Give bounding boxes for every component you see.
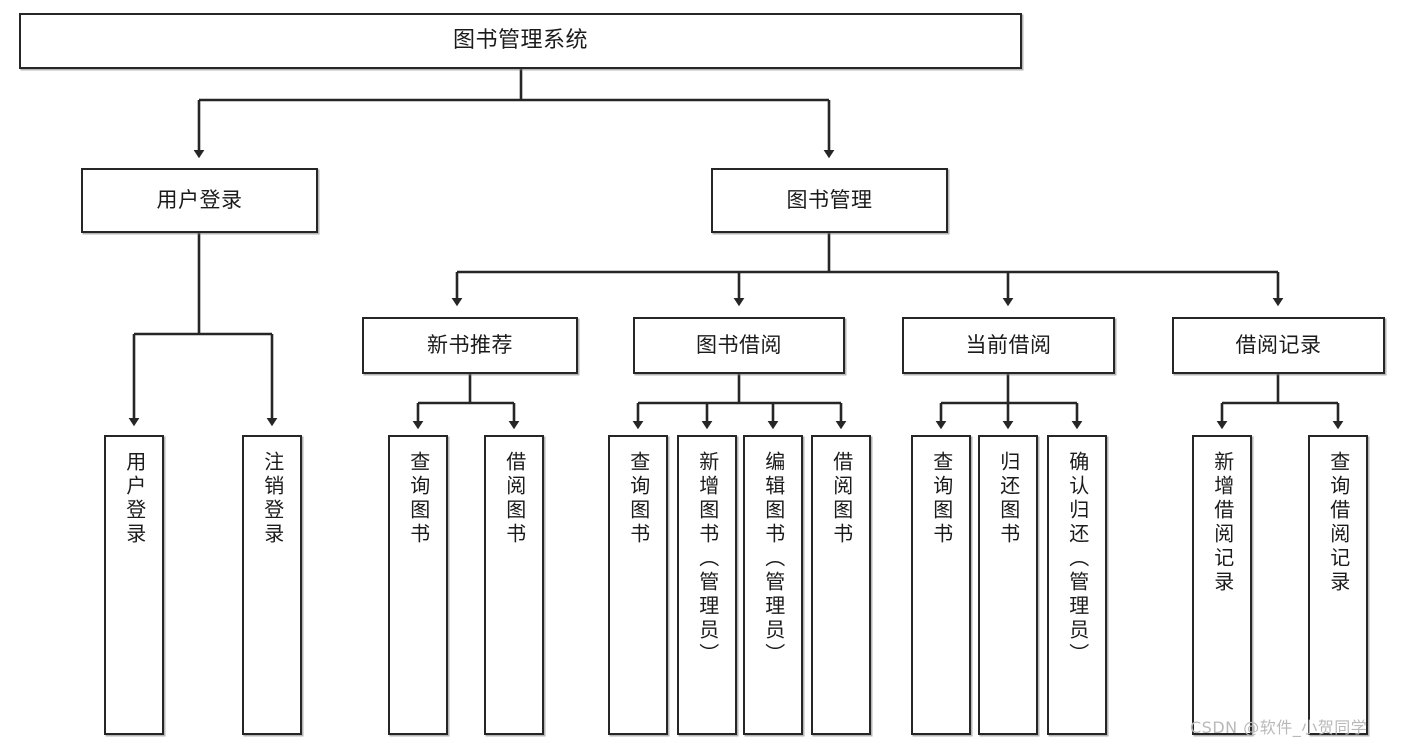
node-leaf-confirm-return[interactable]: 确认归还（管理员） <box>1047 435 1107 735</box>
node-current-borrow[interactable]: 当前借阅 <box>902 317 1115 374</box>
node-leaf-query-book-1-label: 查询图书 <box>406 451 431 547</box>
node-leaf-borrow-book-1-label: 借阅图书 <box>502 451 527 547</box>
node-leaf-query-record[interactable]: 查询借阅记录 <box>1308 435 1368 735</box>
node-leaf-query-book-3[interactable]: 查询图书 <box>911 435 971 735</box>
node-leaf-add-book[interactable]: 新增图书（管理员） <box>677 435 737 735</box>
node-book-borrow-label: 图书借阅 <box>696 333 782 358</box>
node-leaf-edit-book-label: 编辑图书（管理员） <box>761 451 786 667</box>
node-leaf-add-record[interactable]: 新增借阅记录 <box>1192 435 1252 735</box>
node-root[interactable]: 图书管理系统 <box>19 13 1022 69</box>
node-user-login-label: 用户登录 <box>156 188 243 213</box>
node-book-management-label: 图书管理 <box>786 188 873 213</box>
node-user-login[interactable]: 用户登录 <box>81 168 318 233</box>
node-new-book-recommend[interactable]: 新书推荐 <box>362 317 578 374</box>
node-leaf-borrow-book-2[interactable]: 借阅图书 <box>811 435 871 735</box>
node-leaf-edit-book[interactable]: 编辑图书（管理员） <box>743 435 803 735</box>
node-leaf-borrow-book-2-label: 借阅图书 <box>829 451 854 547</box>
csdn-watermark: CSDN @软件_小贺同学 <box>1190 718 1368 737</box>
node-leaf-user-login-label: 用户登录 <box>122 451 147 547</box>
node-leaf-add-book-label: 新增图书（管理员） <box>695 451 720 667</box>
node-borrow-record-label: 借阅记录 <box>1235 333 1322 358</box>
node-book-management[interactable]: 图书管理 <box>711 168 948 233</box>
node-leaf-query-record-label: 查询借阅记录 <box>1326 451 1351 595</box>
node-current-borrow-label: 当前借阅 <box>965 333 1052 358</box>
node-leaf-user-login[interactable]: 用户登录 <box>104 435 164 735</box>
node-leaf-return-book-label: 归还图书 <box>996 451 1021 547</box>
node-leaf-confirm-return-label: 确认归还（管理员） <box>1065 451 1090 667</box>
node-leaf-query-book-2[interactable]: 查询图书 <box>608 435 668 735</box>
node-leaf-borrow-book-1[interactable]: 借阅图书 <box>484 435 544 735</box>
node-borrow-record[interactable]: 借阅记录 <box>1172 317 1385 374</box>
node-leaf-query-book-1[interactable]: 查询图书 <box>388 435 448 735</box>
node-new-book-recommend-label: 新书推荐 <box>427 333 513 358</box>
node-book-borrow[interactable]: 图书借阅 <box>633 317 845 374</box>
node-leaf-add-record-label: 新增借阅记录 <box>1210 451 1235 595</box>
node-leaf-query-book-2-label: 查询图书 <box>626 451 651 547</box>
node-root-label: 图书管理系统 <box>452 28 588 54</box>
node-leaf-logout[interactable]: 注销登录 <box>242 435 302 735</box>
node-leaf-return-book[interactable]: 归还图书 <box>978 435 1038 735</box>
node-leaf-query-book-3-label: 查询图书 <box>929 451 954 547</box>
node-leaf-logout-label: 注销登录 <box>260 451 285 547</box>
